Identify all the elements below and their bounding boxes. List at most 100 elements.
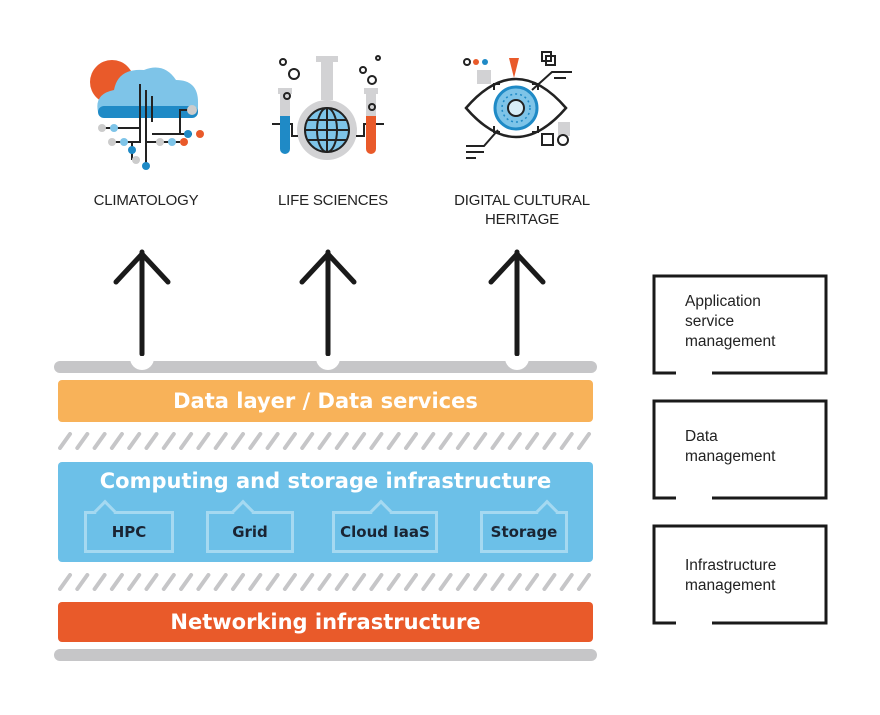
hatch-stripe — [525, 432, 540, 450]
hatch-stripe — [179, 573, 194, 591]
hatch-stripe — [213, 432, 228, 450]
hatch-stripe — [75, 432, 90, 450]
hatch-stripe — [300, 432, 315, 450]
hatch-stripe — [507, 573, 522, 591]
up-arrow-icon — [488, 249, 546, 357]
hatch-stripe — [179, 432, 194, 450]
domain-label-life-sciences: LIFE SCIENCES — [278, 192, 388, 209]
data-layer: Data layer / Data services — [58, 380, 593, 422]
hatch-stripe — [404, 432, 418, 450]
hatch-stripe — [352, 573, 367, 591]
hatch-stripe — [144, 573, 159, 591]
hatch-stripe — [231, 432, 245, 450]
hatch-stripe — [473, 573, 488, 591]
hatch-stripe — [525, 573, 540, 591]
hatch-stripe — [577, 573, 591, 591]
rail-joint — [505, 356, 529, 370]
hatch-stripe — [231, 573, 245, 591]
hatch-separator — [58, 432, 591, 450]
hatch-stripe — [317, 573, 332, 591]
management-box-application-service: Application service management — [652, 274, 828, 376]
hatch-stripe — [92, 432, 107, 450]
management-label: Application service management — [685, 292, 775, 352]
hatch-stripe — [144, 432, 159, 450]
label-line: Data — [685, 428, 718, 445]
management-box-data: Data management — [652, 399, 828, 501]
hatch-stripe — [196, 573, 211, 591]
management-label: Data management — [685, 427, 775, 467]
eye-scan-icon — [463, 51, 572, 159]
bottom-rail — [54, 649, 597, 661]
hatch-stripe — [438, 573, 453, 591]
domain-label-line2: HERITAGE — [485, 211, 559, 228]
hatch-stripe — [386, 573, 401, 591]
hatch-stripe — [161, 432, 176, 450]
component-label: Cloud IaaS — [340, 523, 430, 541]
hatch-stripe — [265, 573, 280, 591]
hatch-stripe — [334, 573, 349, 591]
hatch-stripe — [369, 432, 384, 450]
hatch-stripe — [196, 432, 211, 450]
hatch-stripe — [577, 432, 591, 450]
component-label: Grid — [232, 523, 268, 541]
hatch-stripe — [109, 573, 124, 591]
domain-label-digital-cultural-heritage: DIGITAL CULTURAL HERITAGE — [432, 191, 612, 229]
component-label: HPC — [111, 523, 147, 541]
hatch-stripe — [438, 432, 453, 450]
networking-layer: Networking infrastructure — [58, 602, 593, 642]
box-outline — [652, 274, 828, 375]
hatch-stripe — [248, 573, 263, 591]
hatch-stripe — [421, 573, 436, 591]
hatch-stripe — [92, 573, 107, 591]
hatch-separator — [58, 573, 591, 591]
hatch-stripe — [213, 573, 228, 591]
hatch-stripe — [559, 432, 574, 450]
component-grid: Grid — [206, 499, 294, 553]
lab-flask-globe-icon — [272, 55, 384, 160]
computing-layer-label: Computing and storage infrastructure — [99, 469, 552, 493]
domain-label-climatology: CLIMATOLOGY — [93, 192, 199, 209]
hatch-stripe — [58, 432, 72, 450]
up-arrow-icon — [299, 249, 357, 357]
component-storage: Storage — [480, 499, 568, 553]
networking-layer-label: Networking infrastructure — [170, 610, 481, 634]
component-label: Storage — [490, 523, 558, 541]
component-hpc: HPC — [84, 499, 174, 553]
hatch-stripe — [542, 573, 557, 591]
hatch-stripe — [490, 432, 505, 450]
component-cloud-iaas: Cloud IaaS — [332, 499, 438, 553]
hatch-stripe — [559, 573, 574, 591]
hatch-stripe — [404, 573, 418, 591]
hatch-stripe — [248, 432, 263, 450]
management-label: Infrastructure management — [685, 556, 776, 596]
hatch-stripe — [282, 573, 297, 591]
hatch-stripe — [369, 573, 384, 591]
management-box-infrastructure: Infrastructure management — [652, 524, 828, 626]
hatch-stripe — [127, 573, 142, 591]
hatch-stripe — [490, 573, 505, 591]
hatch-stripe — [334, 432, 349, 450]
hatch-stripe — [75, 573, 90, 591]
hatch-stripe — [455, 573, 470, 591]
hatch-stripe — [161, 573, 176, 591]
rail-joint — [130, 356, 154, 370]
hatch-stripe — [282, 432, 297, 450]
hatch-stripe — [542, 432, 557, 450]
label-line: Infrastructure — [685, 557, 777, 574]
hatch-stripe — [507, 432, 522, 450]
box-outline — [652, 399, 828, 500]
hatch-stripe — [127, 432, 142, 450]
hatch-stripe — [386, 432, 401, 450]
label-line: service — [685, 313, 735, 330]
up-arrow-icon — [113, 249, 171, 357]
hatch-stripe — [300, 573, 315, 591]
rail-joint — [316, 356, 340, 370]
domain-label-line1: DIGITAL CULTURAL — [454, 192, 590, 209]
hatch-stripe — [352, 432, 367, 450]
hatch-stripe — [265, 432, 280, 450]
label-line: Application — [685, 293, 761, 310]
hatch-stripe — [58, 573, 72, 591]
cloud-network-icon — [90, 60, 204, 170]
label-line: management — [685, 333, 776, 350]
hatch-stripe — [421, 432, 436, 450]
